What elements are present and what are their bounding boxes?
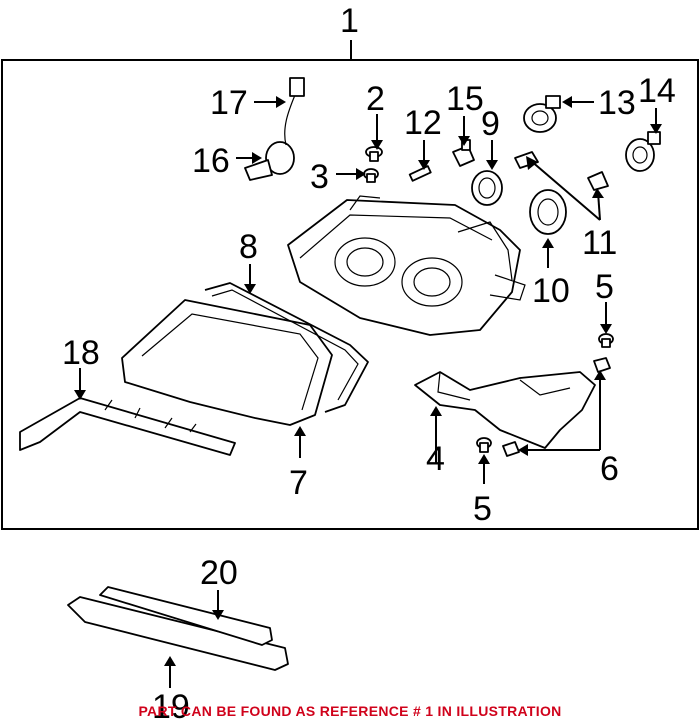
mounting-bracket [414, 371, 596, 449]
bulb-socket-10 [529, 189, 567, 235]
lower-trim-strip [19, 397, 236, 456]
bulb-11b [587, 171, 609, 191]
bulb-socket-9 [471, 170, 503, 206]
callout-4: 4 [426, 440, 445, 478]
pin-12 [408, 165, 432, 182]
callout-13: 13 [598, 84, 636, 122]
clip-3 [363, 168, 379, 183]
callout-9: 9 [481, 105, 500, 143]
callout-12: 12 [404, 104, 442, 142]
lens-seal [204, 282, 369, 413]
trim-insert-20 [99, 586, 273, 646]
callout-3: 3 [310, 158, 329, 196]
callout-8: 8 [239, 228, 258, 266]
callout-19: 19 [152, 688, 190, 724]
clip-5-top [598, 333, 614, 348]
callout-6: 6 [600, 450, 619, 488]
callout-7: 7 [289, 464, 308, 502]
bulb-holder-14 [625, 131, 661, 172]
bulb-holder-13 [523, 95, 561, 133]
headlight-housing [287, 195, 526, 336]
trim-molding-19 [67, 596, 289, 671]
headlight-lens [121, 299, 333, 426]
screw-2 [365, 146, 383, 162]
leader-lines [74, 96, 662, 688]
clip-5-bottom [476, 437, 492, 453]
callout-17: 17 [210, 84, 248, 122]
wiring-harness-17 [284, 77, 305, 146]
bulb-16 [244, 141, 295, 181]
nut-6-bottom [502, 441, 520, 457]
callout-16: 16 [192, 142, 230, 180]
callout-10: 10 [532, 272, 570, 310]
callout-18: 18 [62, 334, 100, 372]
bulb-11a [514, 151, 539, 169]
callout-5-bottom: 5 [473, 490, 492, 528]
callout-2: 2 [366, 80, 385, 118]
callout-14: 14 [638, 72, 676, 110]
footer-note: PART CAN BE FOUND AS REFERENCE # 1 IN IL… [138, 703, 561, 719]
callout-1: 1 [340, 2, 359, 40]
callout-11: 11 [582, 224, 617, 262]
callout-5-top: 5 [595, 268, 614, 306]
callout-15: 15 [446, 80, 484, 118]
callout-20: 20 [200, 554, 238, 592]
nut-6-top [593, 357, 611, 373]
